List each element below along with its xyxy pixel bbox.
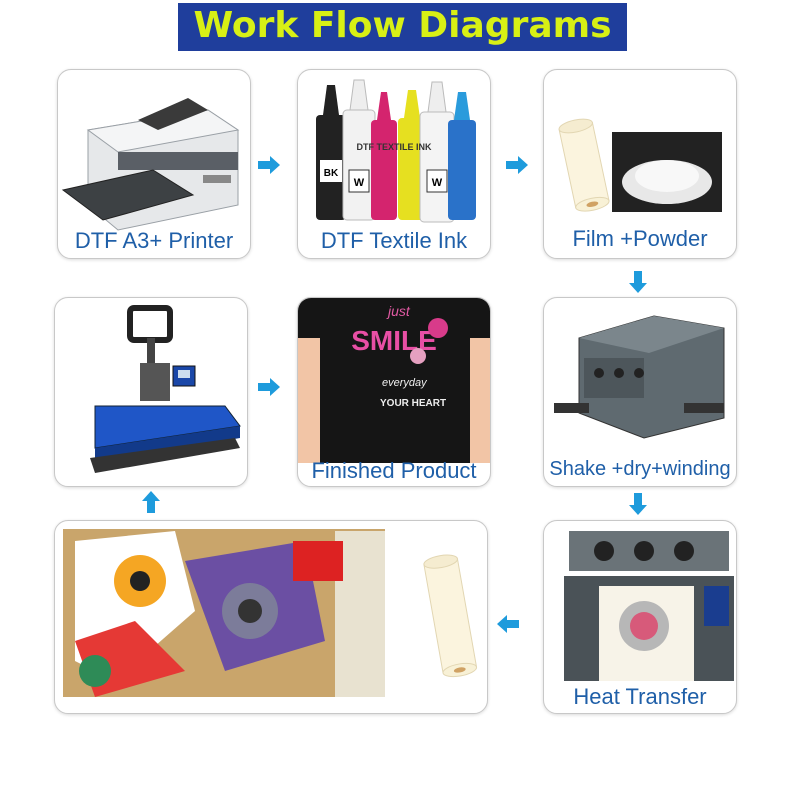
step-card-shake: Shake +dry+winding (543, 297, 737, 487)
step-card-finished: just SMILE everyday YOUR HEART Finished … (297, 297, 491, 487)
arrow-down-icon (629, 271, 647, 293)
step-card-heat-transfer: Heat Transfer (543, 520, 737, 714)
step-card-film: Film +Powder (543, 69, 737, 259)
step-card-artwork (54, 520, 488, 714)
step-label-shake: Shake +dry+winding (549, 458, 731, 480)
arrow-down-icon (629, 493, 647, 515)
print-text-just: just (386, 303, 411, 319)
print-text-everyday: everyday (382, 377, 428, 389)
shaker-machine-image (554, 315, 725, 439)
step-label-film: Film +Powder (572, 226, 708, 251)
page-title: Work Flow Diagrams (178, 3, 627, 51)
ink-bottles-image: BK W W DTF TEXTILE INK (316, 79, 476, 223)
step-card-ink: BK W W DTF TEXTILE INK DTF Textile Ink (297, 69, 491, 259)
ink-brand-text: DTF TEXTILE INK (357, 142, 432, 152)
ink-label-bk: BK (324, 168, 339, 179)
arrow-right-icon (258, 156, 280, 174)
step-label-printer: DTF A3+ Printer (74, 228, 234, 253)
step-label-ink: DTF Textile Ink (320, 228, 468, 253)
step-label-heat-transfer: Heat Transfer (573, 684, 707, 709)
step-card-printer: DTF A3+ Printer (57, 69, 251, 259)
arrow-up-icon (142, 491, 160, 513)
step-label-finished: Finished Product (311, 458, 477, 483)
tshirt-image: just SMILE everyday YOUR HEART (298, 298, 490, 463)
heat-transfer-image (564, 531, 734, 681)
ink-label-w-1: W (354, 177, 365, 189)
printer-image (61, 98, 240, 231)
artwork-image (63, 529, 478, 697)
film-powder-image (558, 118, 722, 212)
arrow-right-icon (506, 156, 528, 174)
arrow-right-icon (258, 378, 280, 396)
heat-press-image (90, 305, 241, 473)
print-text-heart: YOUR HEART (380, 398, 446, 409)
step-card-heat-press (54, 297, 248, 487)
ink-label-w-2: W (432, 177, 443, 189)
arrow-left-icon (497, 615, 519, 633)
